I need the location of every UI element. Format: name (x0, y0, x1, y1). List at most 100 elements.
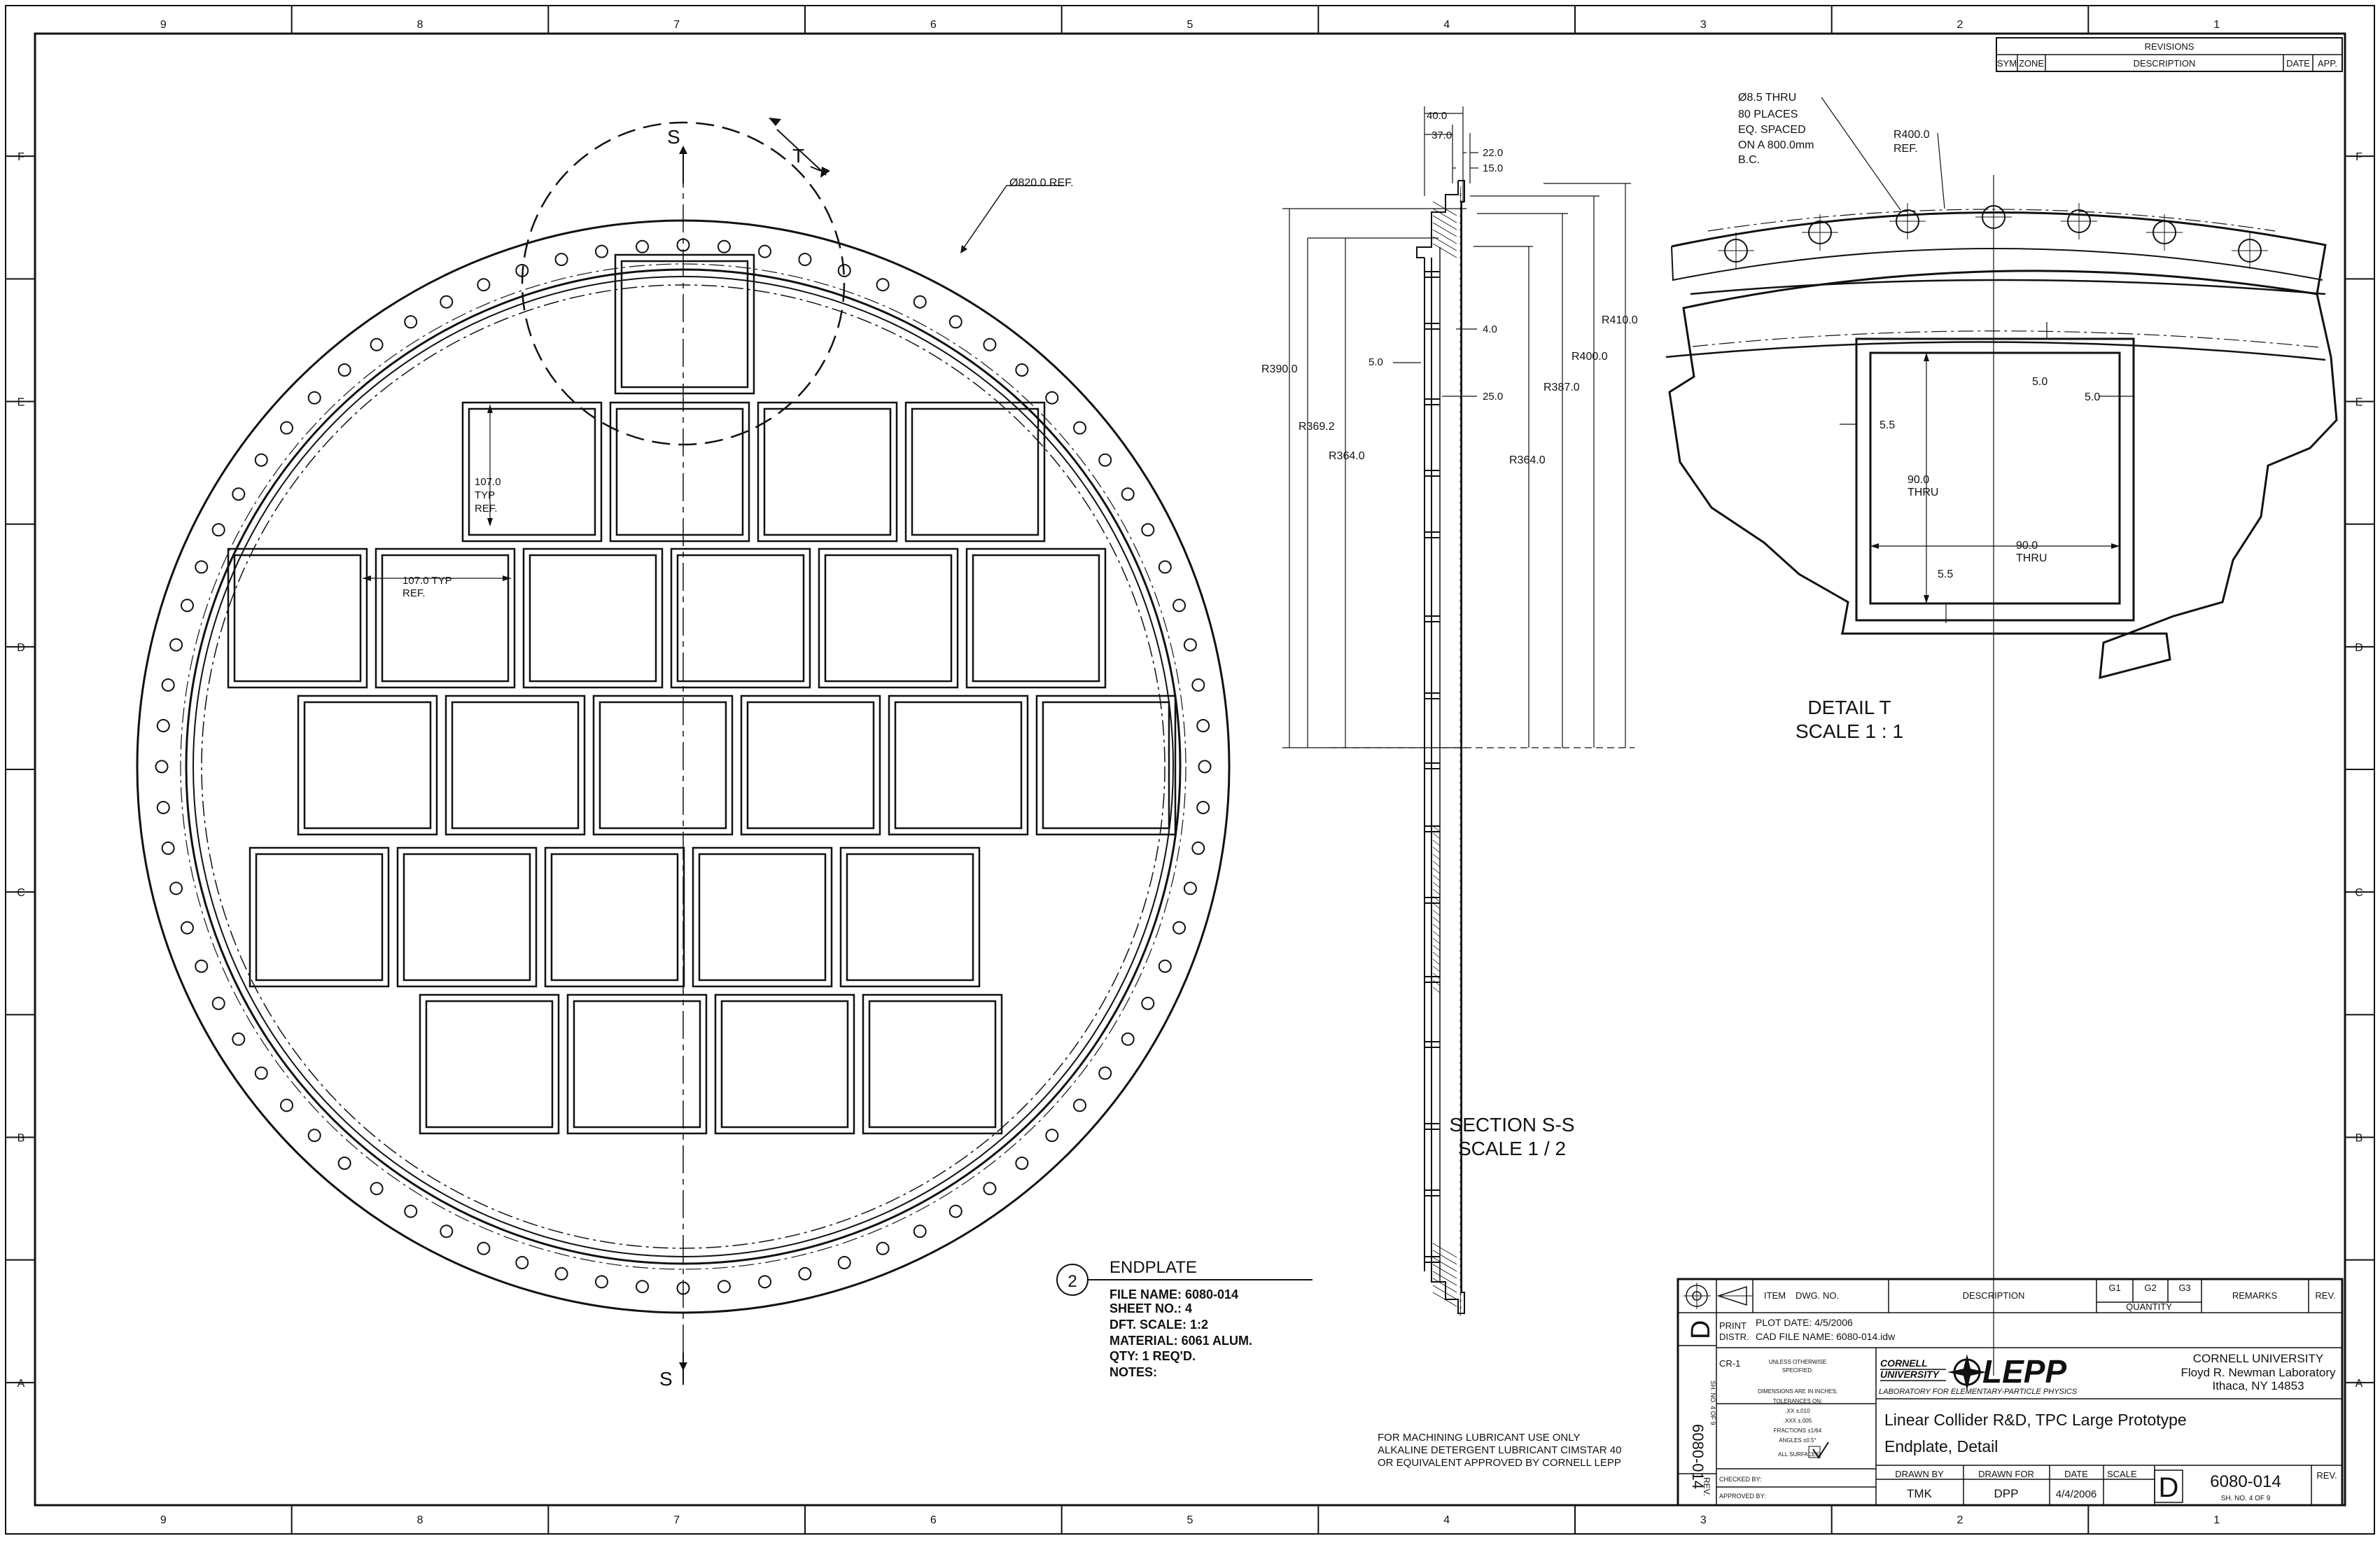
module-frame (904, 401, 1046, 543)
tb-col-quantity: QUANTITY (2126, 1301, 2172, 1312)
drawn-for-value: DPP (1994, 1487, 2019, 1500)
tol-line-5: .XX ±.010 (1785, 1408, 1810, 1414)
bolt-hole (636, 239, 650, 253)
module-frame (757, 401, 898, 543)
bolt-hole (370, 1182, 384, 1196)
bolt-hole (1172, 921, 1186, 935)
bolt-hole (1183, 638, 1197, 652)
rev-col-app: APP. (2318, 58, 2337, 69)
tb-vertical-rev: REV. (1702, 1477, 1712, 1496)
dim-40: 40.0 (1427, 110, 1447, 122)
bolt-hole (1045, 1129, 1059, 1143)
zone-row-label: E (2356, 397, 2363, 409)
tol-line-2: SPECIFIED: (1782, 1367, 1813, 1374)
module-frame (566, 993, 708, 1135)
endplate-label: 2 ENDPLATE FILE NAME: 6080-014 SHEET NO.… (1056, 1258, 1312, 1379)
rev-col-description: DESCRIPTION (2134, 58, 2196, 69)
tb-col-dwg-no: DWG. NO. (1795, 1290, 1839, 1301)
tol-line-4: TOLERANCES ON: (1773, 1398, 1823, 1404)
zone-column-label: 4 (1443, 1514, 1450, 1526)
section-letter-top: S (667, 126, 680, 148)
zone-column-label: 7 (673, 1514, 680, 1526)
module-frame (419, 993, 560, 1135)
bolt-hole (440, 295, 454, 309)
dim-37: 37.0 (1432, 130, 1452, 141)
qty-line: QTY: 1 REQ'D. (1110, 1349, 1196, 1363)
hole-note-bc: B.C. (1738, 154, 1760, 166)
drawn-for-label: DRAWN FOR (1978, 1469, 2034, 1479)
tb-col-rev: REV. (2315, 1290, 2335, 1301)
detail-thru-h-label: THRU (2016, 552, 2047, 564)
bolt-hole (1098, 453, 1112, 467)
module-frame (522, 547, 664, 689)
bolt-hole (515, 1256, 529, 1270)
project-title: Linear Collider R&D, TPC Large Prototype (1884, 1411, 2187, 1429)
material-line: MATERIAL: 6061 ALUM. (1110, 1334, 1252, 1348)
module-frame (862, 993, 1003, 1135)
bolt-hole (161, 842, 175, 856)
sheet-size: D (2159, 1472, 2179, 1503)
bolt-hole (594, 1275, 608, 1289)
tb-size-vertical: D (1686, 1320, 1716, 1339)
bolt-hole (717, 1280, 731, 1294)
zone-row-label: C (17, 887, 25, 899)
tb-vertical-sheet: SH. NO. 4 OF 9 (1709, 1381, 1716, 1425)
bolt-hole (254, 1066, 268, 1080)
dft-scale-line: DFT. SCALE: 1:2 (1110, 1318, 1208, 1332)
zone-row-label: E (18, 397, 25, 409)
lepp-wordmark: LEPP (1982, 1353, 2066, 1390)
rev-col-zone: ZONE (2019, 58, 2044, 69)
tol-line-1: UNLESS OTHERWISE (1769, 1359, 1827, 1365)
endplate-title: ENDPLATE (1110, 1258, 1197, 1277)
zone-column-label: 4 (1443, 19, 1450, 31)
pitch-vertical-value: 107.0 (475, 476, 501, 488)
bolt-hole (1196, 800, 1210, 814)
zone-row-label: A (18, 1378, 25, 1390)
tb-col-remarks: REMARKS (2232, 1290, 2278, 1301)
bolt-holes (155, 238, 1212, 1295)
sheet-of: SH. NO. 4 OF 9 (2221, 1495, 2271, 1502)
bolt-hole (837, 263, 851, 277)
detail-radius: R400.0 (1893, 129, 1930, 141)
pitch-horizontal-ref: REF. (402, 587, 426, 599)
bolt-hole (477, 278, 491, 292)
bolt-hole (440, 1224, 454, 1238)
bolt-hole (477, 1241, 491, 1255)
zone-column-label: 2 (1957, 19, 1963, 31)
bolt-hole (156, 719, 170, 733)
tb-col-g2: G2 (2144, 1283, 2156, 1293)
section-view: 40.0 37.0 22.0 15.0 R410.0 R400.0 R390.0… (1261, 106, 1638, 1317)
bolt-hole (948, 1204, 962, 1218)
bolt-hole (948, 315, 962, 329)
zone-column-label: 2 (1957, 1514, 1963, 1526)
notes-line: NOTES: (1110, 1365, 1157, 1379)
bolt-hole (798, 253, 812, 267)
radius-364-left: R364.0 (1329, 450, 1365, 462)
bolt-hole (1121, 487, 1135, 501)
revisions-table: REVISIONS SYM ZONE DESCRIPTION DATE APP. (1996, 37, 2343, 72)
bolt-hole (404, 315, 418, 329)
radius-390: R390.0 (1261, 363, 1298, 375)
lepp-lab-line: LABORATORY FOR ELEMENTARY-PARTICLE PHYSI… (1879, 1388, 2078, 1396)
bolt-hole (232, 1032, 246, 1046)
zone-row-label: B (2356, 1133, 2363, 1145)
readout-module-frames (227, 253, 1177, 1135)
bolt-hole (876, 1241, 890, 1255)
zone-column-label: 8 (417, 19, 424, 31)
module-frame (592, 694, 734, 836)
bolt-hole (1121, 1032, 1135, 1046)
drawn-by-value: TMK (1907, 1487, 1933, 1500)
zone-row-label: F (18, 151, 24, 163)
detail-caption: DETAIL T (1807, 697, 1891, 718)
dim-22: 22.0 (1483, 147, 1503, 159)
module-frame (609, 401, 750, 543)
tb-print: PRINT (1719, 1320, 1746, 1331)
pitch-horizontal-value: 107.0 TYP (402, 575, 452, 587)
bolt-hole (1191, 842, 1205, 856)
tol-line-3: DIMENSIONS ARE IN INCHES; (1758, 1388, 1837, 1395)
module-frame (248, 846, 390, 988)
endplate-front-view: S S T Ø820.0 REF. 107.0 TYP REF. 107.0 T… (136, 118, 1231, 1390)
diameter-note: Ø820.0 REF. (1009, 177, 1074, 189)
bolt-hole (279, 421, 293, 435)
